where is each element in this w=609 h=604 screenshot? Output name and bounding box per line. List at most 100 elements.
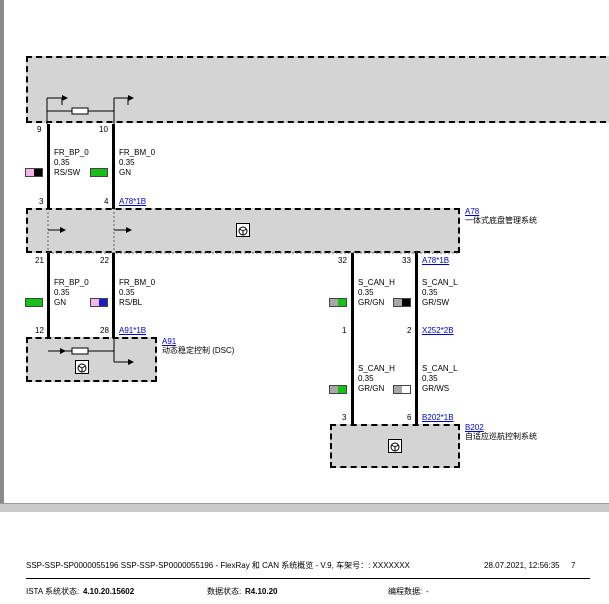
wire-fr-bp-upper <box>47 124 50 209</box>
swatch-secondary <box>402 299 410 306</box>
module-a78-link[interactable]: A78 <box>465 207 480 216</box>
wire-color: GR/GN <box>358 384 385 393</box>
swatch-primary <box>330 299 338 306</box>
wire-color: RS/SW <box>54 168 81 177</box>
swatch-primary <box>330 386 338 393</box>
pin-number: 9 <box>37 125 42 134</box>
connector-link[interactable]: B202*1B <box>422 413 454 422</box>
footer-prog-label: 编程数据: <box>388 587 423 596</box>
wire-fr-bp-lower <box>47 253 50 338</box>
connector-link[interactable]: A91*1B <box>119 326 147 335</box>
wire-signal-name: S_CAN_L <box>422 364 458 373</box>
wire-signal-name: S_CAN_L <box>422 278 458 287</box>
wire-color: GR/WS <box>422 384 450 393</box>
wire-label-w5: S_CAN_H 0.35 GR/GN <box>358 278 395 308</box>
wire-color: RS/BL <box>119 298 143 307</box>
wire-s-can-l-lower <box>415 337 418 425</box>
connector-link[interactable]: A78*1B <box>119 197 147 206</box>
pin-number: 33 <box>402 256 411 265</box>
wire-color: GN <box>119 168 131 177</box>
module-a91-link[interactable]: A91 <box>162 337 177 346</box>
wire-color-swatch <box>329 298 347 307</box>
wire-label-w1: FR_BP_0 0.35 RS/SW <box>54 148 89 178</box>
wire-label-w6: S_CAN_L 0.35 GR/SW <box>422 278 458 308</box>
wire-size: 0.35 <box>54 158 70 167</box>
swatch-primary <box>91 299 99 306</box>
module-a78-name: 一体式底盘管理系统 <box>465 216 537 225</box>
swatch-primary <box>394 386 402 393</box>
swatch-secondary <box>402 386 410 393</box>
connector-link[interactable]: A78*1B <box>422 256 450 265</box>
footer-prog-value: - <box>426 587 429 596</box>
wire-size: 0.35 <box>119 288 135 297</box>
wire-size: 0.35 <box>54 288 70 297</box>
page-frame-left <box>0 0 4 512</box>
wire-label-w4: FR_BM_0 0.35 RS/BL <box>119 278 155 308</box>
swatch-secondary <box>99 299 107 306</box>
swatch-primary <box>394 299 402 306</box>
footer-doc-title: SSP-SSP-SP0000055196 SSP-SSP-SP000005519… <box>26 561 410 570</box>
swatch-secondary <box>34 299 42 306</box>
pin-number: 2 <box>407 326 412 335</box>
wire-color-swatch <box>25 168 43 177</box>
wire-label-w8: S_CAN_L 0.35 GR/WS <box>422 364 458 394</box>
wire-signal-name: FR_BM_0 <box>119 278 156 287</box>
wire-color-swatch <box>393 385 411 394</box>
pin-number: 10 <box>99 125 108 134</box>
wire-color-swatch <box>25 298 43 307</box>
connector-link[interactable]: X252*2B <box>422 326 454 335</box>
steering-wheel-icon <box>75 360 89 374</box>
wire-s-can-l-upper <box>415 253 418 337</box>
module-a91-name: 动态稳定控制 (DSC) <box>162 346 235 355</box>
wire-label-w3: FR_BP_0 0.35 GN <box>54 278 89 308</box>
wire-signal-name: S_CAN_H <box>358 364 395 373</box>
footer-ista-label: ISTA 系统状态: <box>26 587 80 596</box>
swatch-secondary <box>34 169 42 176</box>
wire-label-w7: S_CAN_H 0.35 GR/GN <box>358 364 395 394</box>
footer-page-number: 7 <box>571 561 576 570</box>
module-a91 <box>26 337 157 382</box>
pin-number: 4 <box>104 197 109 206</box>
pin-number: 6 <box>407 413 412 422</box>
module-b202-name: 自适应巡航控制系统 <box>465 432 537 441</box>
pin-number: 3 <box>342 413 347 422</box>
wire-s-can-h-upper <box>351 253 354 337</box>
wire-label-w2: FR_BM_0 0.35 GN <box>119 148 155 178</box>
wire-color: GR/SW <box>422 298 450 307</box>
wire-signal-name: S_CAN_H <box>358 278 395 287</box>
footer-ista-value: 4.10.20.15602 <box>83 587 135 596</box>
wire-size: 0.35 <box>119 158 135 167</box>
swatch-primary <box>26 169 34 176</box>
wire-color-swatch <box>393 298 411 307</box>
module-b202-link[interactable]: B202 <box>465 423 484 432</box>
wire-color: GR/GN <box>358 298 385 307</box>
wire-color-swatch <box>90 298 108 307</box>
wire-size: 0.35 <box>422 374 438 383</box>
steering-wheel-icon <box>236 223 250 237</box>
wire-size: 0.35 <box>358 288 374 297</box>
wire-fr-bm-lower <box>112 253 115 338</box>
wire-signal-name: FR_BP_0 <box>54 278 89 287</box>
wire-color-swatch <box>90 168 108 177</box>
wire-signal-name: FR_BP_0 <box>54 148 89 157</box>
wire-color-swatch <box>329 385 347 394</box>
pin-number: 1 <box>342 326 347 335</box>
pin-number: 22 <box>100 256 109 265</box>
footer-data-value: R4.10.20 <box>245 587 278 596</box>
pin-number: 32 <box>338 256 347 265</box>
pin-number: 3 <box>39 197 44 206</box>
pin-number: 28 <box>100 326 109 335</box>
wire-color: GN <box>54 298 66 307</box>
footer-datetime: 28.07.2021, 12:56:35 <box>484 561 560 570</box>
pin-number: 12 <box>35 326 44 335</box>
footer-data-label: 数据状态: <box>207 587 242 596</box>
wire-signal-name: FR_BM_0 <box>119 148 156 157</box>
wire-size: 0.35 <box>422 288 438 297</box>
swatch-primary <box>26 299 34 306</box>
wire-size: 0.35 <box>358 374 374 383</box>
swatch-secondary <box>99 169 107 176</box>
swatch-secondary <box>338 386 346 393</box>
page-separator <box>0 503 609 512</box>
wire-fr-bm-upper <box>112 124 115 209</box>
